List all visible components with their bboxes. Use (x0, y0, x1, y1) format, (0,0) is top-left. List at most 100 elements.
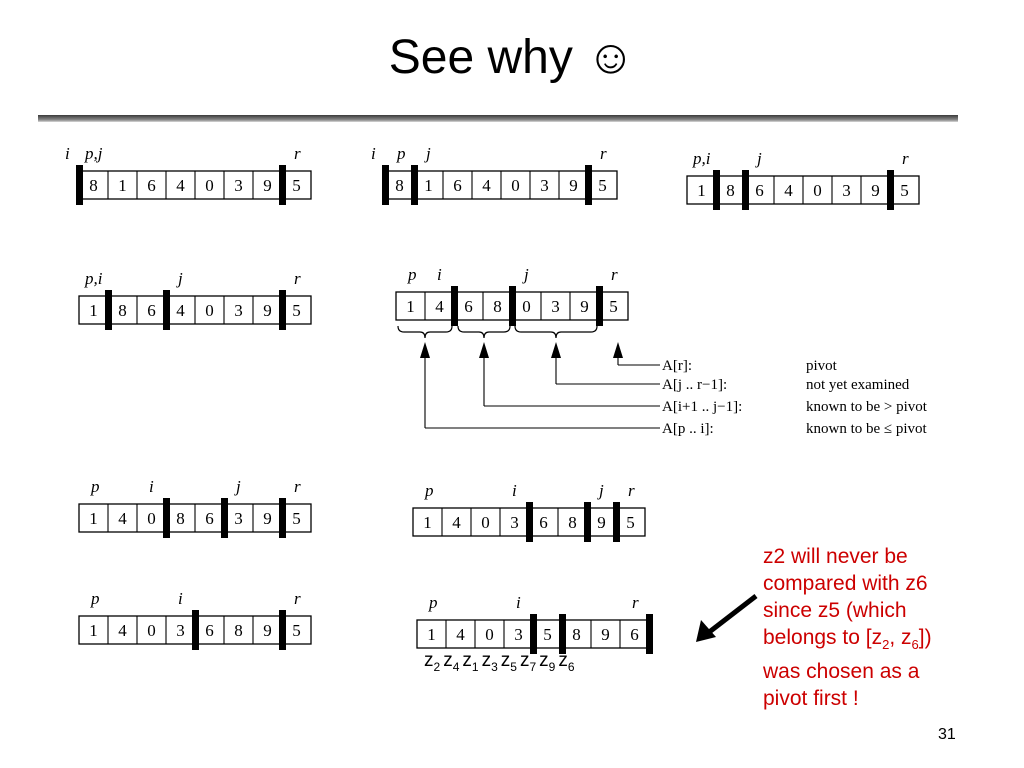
array-cell-value: 8 (568, 513, 577, 532)
index-label: p (90, 589, 100, 608)
array-cell-value: 6 (464, 297, 473, 316)
pointer-arrow (706, 594, 758, 635)
array-cell-value: 8 (118, 301, 127, 320)
index-label: p (428, 593, 438, 612)
legend-label: A[i+1 .. j−1]: (662, 399, 742, 415)
index-label: p (407, 265, 417, 284)
array-cell-value: 1 (697, 181, 706, 200)
index-label: i (371, 144, 376, 163)
array-cell-value: 8 (572, 625, 581, 644)
array-cell-value: 9 (871, 181, 880, 200)
z-label: z6 (558, 650, 575, 674)
array-cell-value: 8 (726, 181, 735, 200)
array-cell-value: 9 (580, 297, 589, 316)
array-cell-value: 5 (292, 176, 301, 195)
partition-divider (530, 614, 537, 654)
array-cell-value: 1 (89, 621, 98, 640)
index-label: i (65, 144, 70, 163)
array-cell-value: 9 (601, 625, 610, 644)
array-cell-value: 4 (118, 621, 127, 640)
z-label: z3 (481, 650, 498, 674)
array-cell-value: 1 (424, 176, 433, 195)
array-cell-value: 6 (539, 513, 548, 532)
legend-arrowhead (613, 342, 623, 358)
array-cell-value: 1 (423, 513, 432, 532)
partition-divider (887, 170, 894, 210)
annotation-note: z2 will never be compared with z6 since … (763, 543, 993, 712)
index-label: p,i (84, 269, 103, 288)
array-cell-value: 5 (626, 513, 635, 532)
array-cell-value: 0 (147, 621, 156, 640)
legend-connector (617, 346, 660, 366)
partition-divider (105, 290, 112, 330)
index-label: r (902, 149, 909, 168)
array-cell-value: 1 (89, 509, 98, 528)
legend-label: A[p .. i]: (662, 421, 714, 437)
array-cell-value: 3 (234, 176, 243, 195)
legend-description: pivot (806, 358, 838, 374)
array-cell-value: 0 (485, 625, 494, 644)
array-cell-value: 5 (609, 297, 618, 316)
legend-arrowhead (479, 342, 489, 358)
title-divider (38, 115, 958, 122)
partition-divider (382, 165, 389, 205)
partition-divider (279, 498, 286, 538)
array-cell-value: 4 (452, 513, 461, 532)
legend-description: known to be ≤ pivot (806, 421, 928, 437)
index-label: j (755, 149, 762, 168)
partition-divider (411, 165, 418, 205)
array-cell-value: 5 (292, 621, 301, 640)
partition-divider (279, 165, 286, 205)
partition-divider (585, 165, 592, 205)
index-label: r (294, 144, 301, 163)
region-brace (397, 325, 453, 339)
index-label: r (632, 593, 639, 612)
partition-divider (559, 614, 566, 654)
index-label: r (628, 481, 635, 500)
array-cell-value: 6 (205, 621, 214, 640)
array-cell-value: 8 (234, 621, 243, 640)
array-cell-value: 4 (456, 625, 465, 644)
array-cell-value: 8 (176, 509, 185, 528)
array-cell-value: 3 (234, 301, 243, 320)
array-cell-value: 3 (510, 513, 519, 532)
index-label: j (597, 481, 604, 500)
array-cell-value: 1 (118, 176, 127, 195)
array-cell-value: 3 (176, 621, 185, 640)
array-cell-value: 6 (147, 301, 156, 320)
array-cell-value: 0 (205, 301, 214, 320)
region-brace (457, 325, 511, 339)
legend-arrowhead (551, 342, 561, 358)
array-cell-value: 4 (118, 509, 127, 528)
z-label: z9 (539, 650, 556, 674)
array-cell-value: 3 (842, 181, 851, 200)
partition-divider (713, 170, 720, 210)
array-cell-value: 5 (598, 176, 607, 195)
array-cell-value: 4 (435, 297, 444, 316)
note-line-4: belongs to [z2, z6]) (763, 626, 932, 653)
legend-description: known to be > pivot (806, 399, 928, 415)
partition-divider (451, 286, 458, 326)
array-cell-value: 6 (630, 625, 639, 644)
index-label: r (611, 265, 618, 284)
array-cell-value: 5 (900, 181, 909, 200)
array-cell-value: 1 (427, 625, 436, 644)
array-cell-value: 9 (263, 509, 272, 528)
partition-divider (509, 286, 516, 326)
array-cell-value: 8 (89, 176, 98, 195)
note-line-6: pivot first ! (763, 687, 859, 711)
array-cell-value: 1 (89, 301, 98, 320)
partition-divider (163, 290, 170, 330)
note-line-5: was chosen as a (763, 660, 920, 684)
partition-divider (596, 286, 603, 326)
slide-title: See why ☺ (388, 31, 636, 84)
index-label: p (424, 481, 434, 500)
legend-label: A[r]: (662, 358, 692, 374)
